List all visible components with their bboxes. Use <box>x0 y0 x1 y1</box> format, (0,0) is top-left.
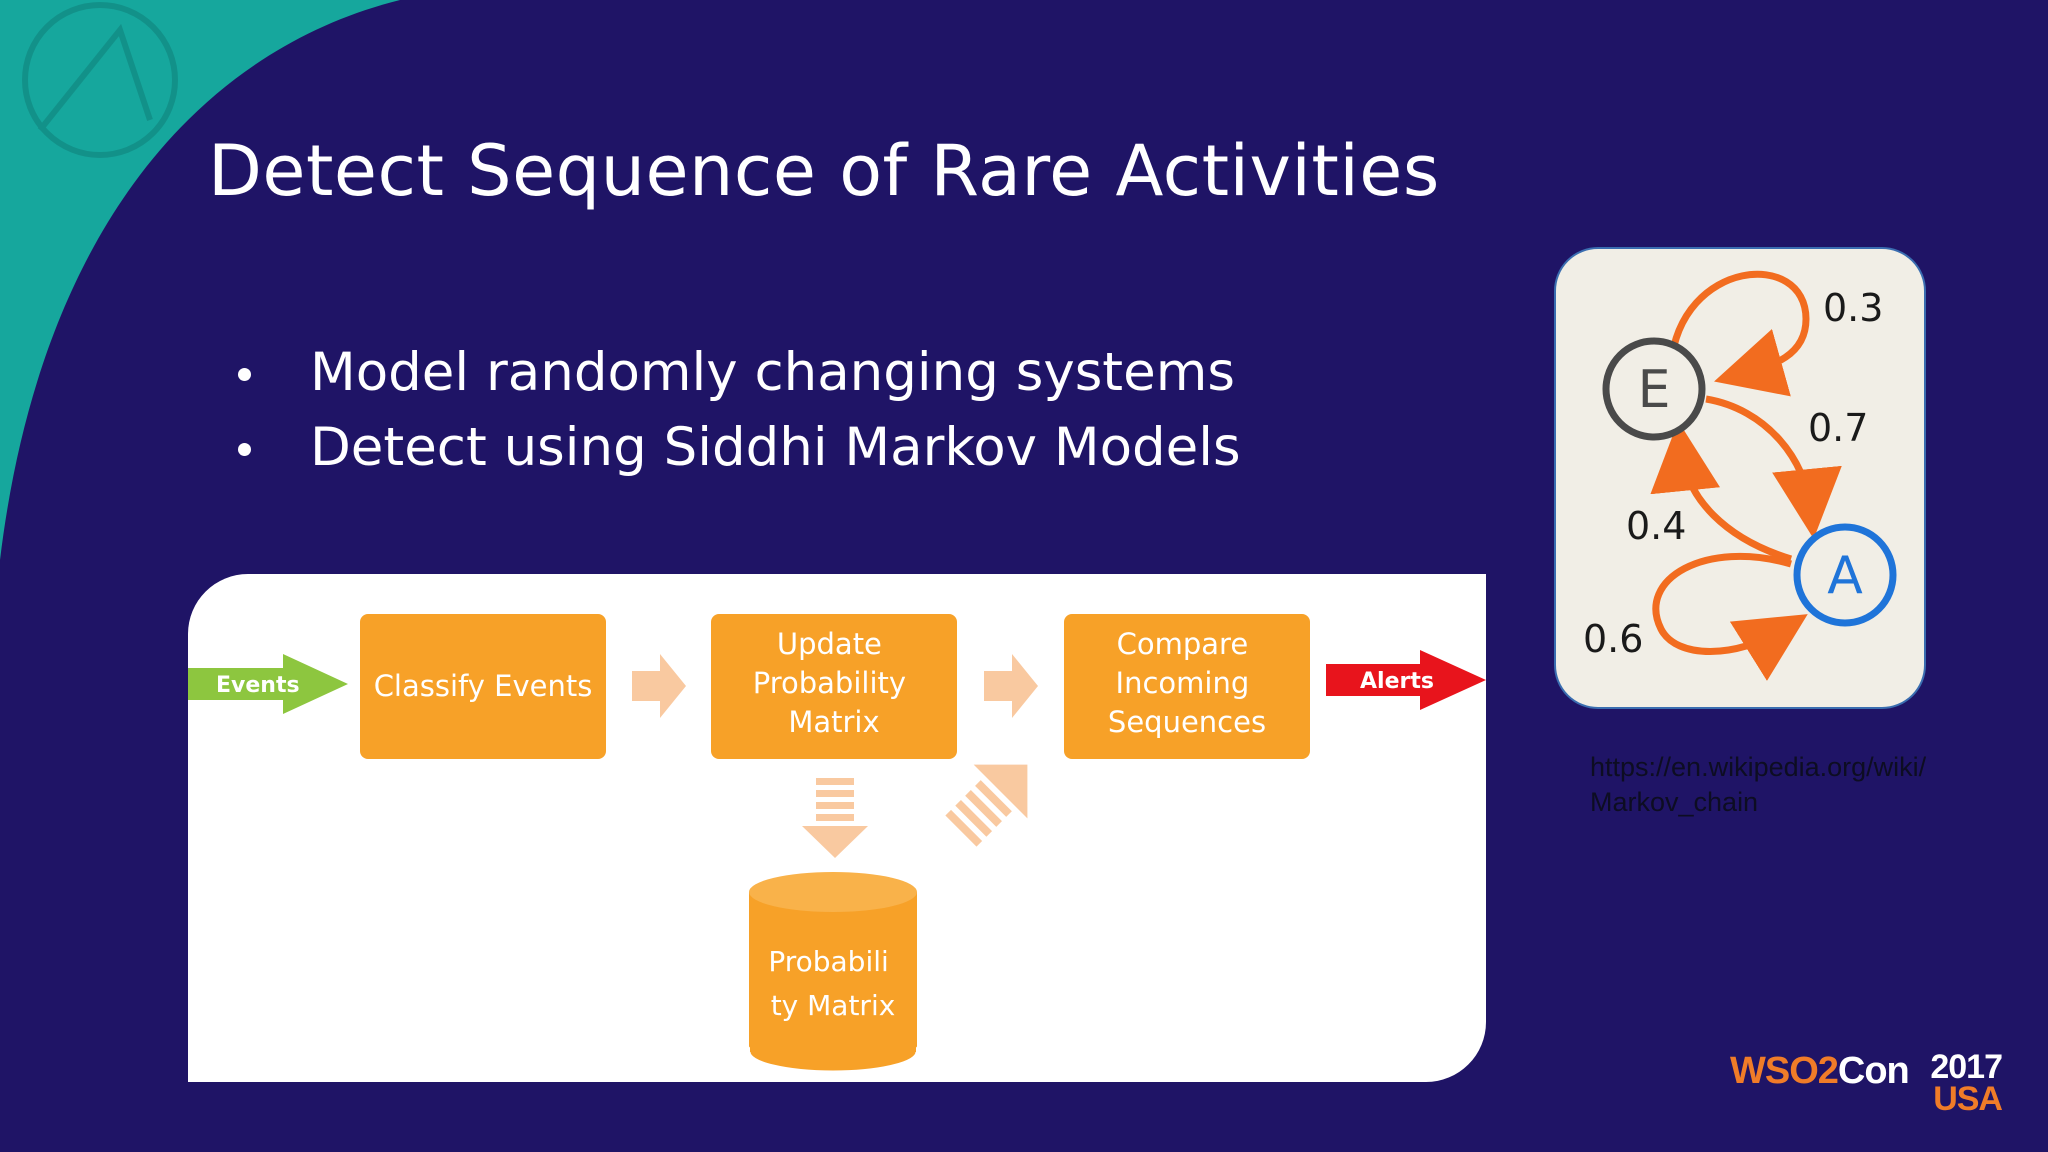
state-a-label: A <box>1827 546 1863 606</box>
matrix-line: Matrix <box>788 705 879 739</box>
events-label: Events <box>216 673 300 698</box>
wso2con-logo: WSO2Con 2017 USA <box>1728 1048 2008 1120</box>
state-a-node: A <box>1793 523 1897 627</box>
logo-prefix: WSO2 <box>1730 1050 1839 1092</box>
prob-a-to-a: 0.6 <box>1583 617 1643 661</box>
probability-line: Probability <box>753 666 906 700</box>
prob-e-to-a: 0.7 <box>1808 406 1868 450</box>
state-e-node: E <box>1602 337 1706 441</box>
prob-a-to-e: 0.4 <box>1626 504 1686 548</box>
classify-events-box: Classify Events <box>360 614 606 759</box>
slide-title: Detect Sequence of Rare Activities <box>208 130 1440 212</box>
compare-line: Compare <box>1117 627 1249 661</box>
svg-text:Probabili ty Matrix: Probabili ty Matrix <box>768 945 897 1022</box>
markov-chain-diagram: E A 0.3 0.7 0.4 0.6 <box>1554 247 1926 709</box>
flow-diagram: Events Classify Events Update Probabilit… <box>188 574 1486 1082</box>
bullet-list: Model randomly changing systems Detect u… <box>230 335 1241 485</box>
logo-year: 2017 <box>1930 1048 2003 1086</box>
source-link[interactable]: https://en.wikipedia.org/wiki/Markov_cha… <box>1590 752 1927 817</box>
edge-e-to-a <box>1705 395 1842 539</box>
down-arrow-icon <box>802 778 868 858</box>
store-line-1: Probabili <box>768 945 888 978</box>
logo-suffix: Con <box>1837 1050 1910 1092</box>
probability-matrix-store: Probabili ty Matrix <box>747 872 919 1074</box>
edge-e-to-e <box>1667 270 1810 397</box>
state-e-label: E <box>1638 360 1671 420</box>
alerts-label: Alerts <box>1360 669 1434 694</box>
classify-events-label: Classify Events <box>374 669 593 703</box>
incoming-line: Incoming <box>1116 666 1250 700</box>
bullet-item: Model randomly changing systems <box>230 335 1241 410</box>
svg-text:Update Probability: Update Probability Matrix <box>753 627 916 739</box>
events-arrow: Events <box>188 654 348 714</box>
edge-a-to-e <box>1650 421 1793 563</box>
prob-e-to-e: 0.3 <box>1823 286 1883 330</box>
store-line-2: ty Matrix <box>771 989 896 1022</box>
sequences-line: Sequences <box>1108 705 1266 739</box>
svg-text:Compare Incoming: Compare Incoming Sequences <box>1108 627 1266 739</box>
bullet-item: Detect using Siddhi Markov Models <box>230 410 1241 485</box>
flow-arrow-icon <box>984 654 1038 718</box>
update-line: Update <box>777 627 882 661</box>
flow-arrow-icon <box>632 654 686 718</box>
alerts-arrow: Alerts <box>1326 650 1486 710</box>
update-probability-matrix-box: Update Probability Matrix <box>711 614 957 759</box>
logo-country: USA <box>1933 1080 2003 1118</box>
edge-a-to-a <box>1652 552 1808 681</box>
compare-incoming-sequences-box: Compare Incoming Sequences <box>1064 614 1310 759</box>
